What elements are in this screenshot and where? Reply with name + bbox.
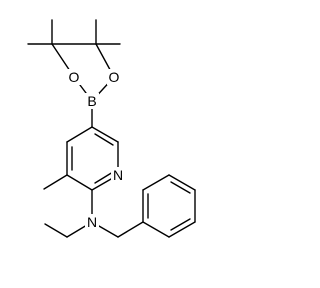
benzene-ring [142,174,196,238]
ring-bond [168,174,196,191]
ring-bond [142,174,170,191]
atom-labels: B O O N N [67,69,125,230]
benzyl-ch2-bond [117,221,144,238]
nitrogen-label: N [87,214,97,230]
ring-bond [142,221,170,238]
ring-methyl-bond [43,174,68,190]
ring-double-bond [94,133,114,146]
nitrogen-label: N [113,167,123,183]
dioxaborolane-ring [51,43,115,102]
oxygen-label: O [69,69,80,85]
ring-bond [91,126,119,143]
ring-bond [168,221,196,238]
ring-double-bond [94,171,114,184]
ring-double-bond [170,218,191,231]
chemical-structure: B O O N N [27,19,196,238]
oxygen-label: O [109,69,120,85]
ethyl-bond [44,223,68,238]
pinacol-methyls [27,19,121,45]
ring-double-bond [170,181,191,194]
pyridine-ring [66,126,119,191]
boron-label: B [87,93,96,109]
ring-bond [66,126,93,143]
ring-bond [66,174,93,191]
